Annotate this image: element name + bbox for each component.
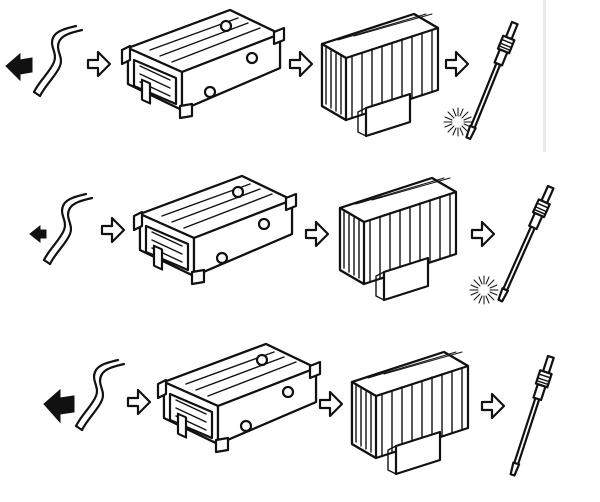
frame-edge <box>543 0 546 152</box>
relay-unit <box>320 12 440 138</box>
ecu-module <box>132 174 298 286</box>
relay-unit <box>338 176 458 302</box>
flow-arrow <box>100 216 126 244</box>
input-arrow-small <box>29 224 47 244</box>
flow-arrow <box>470 220 496 248</box>
flow-arrow <box>444 50 470 78</box>
row-1 <box>5 8 522 142</box>
flow-arrow <box>304 220 330 248</box>
input-arrow-large <box>5 52 33 82</box>
flow-arrow <box>86 50 112 78</box>
input-arrow-large <box>43 388 75 424</box>
sensor-wire <box>32 24 84 98</box>
flow-arrow <box>480 392 506 420</box>
flow-arrow <box>318 390 344 418</box>
relay-unit <box>350 350 470 476</box>
ecu-module <box>120 8 286 120</box>
ecu-module <box>156 342 322 454</box>
flow-arrow <box>126 388 152 416</box>
glow-plug <box>505 353 558 478</box>
sensor-wire <box>74 358 126 432</box>
glow-burst-icon <box>443 107 473 137</box>
row-3 <box>43 342 558 478</box>
row-2 <box>29 174 558 305</box>
sensor-wire <box>42 192 94 266</box>
glow-plug <box>493 183 558 305</box>
glow-burst-icon <box>469 275 499 305</box>
flow-arrow <box>288 50 314 78</box>
